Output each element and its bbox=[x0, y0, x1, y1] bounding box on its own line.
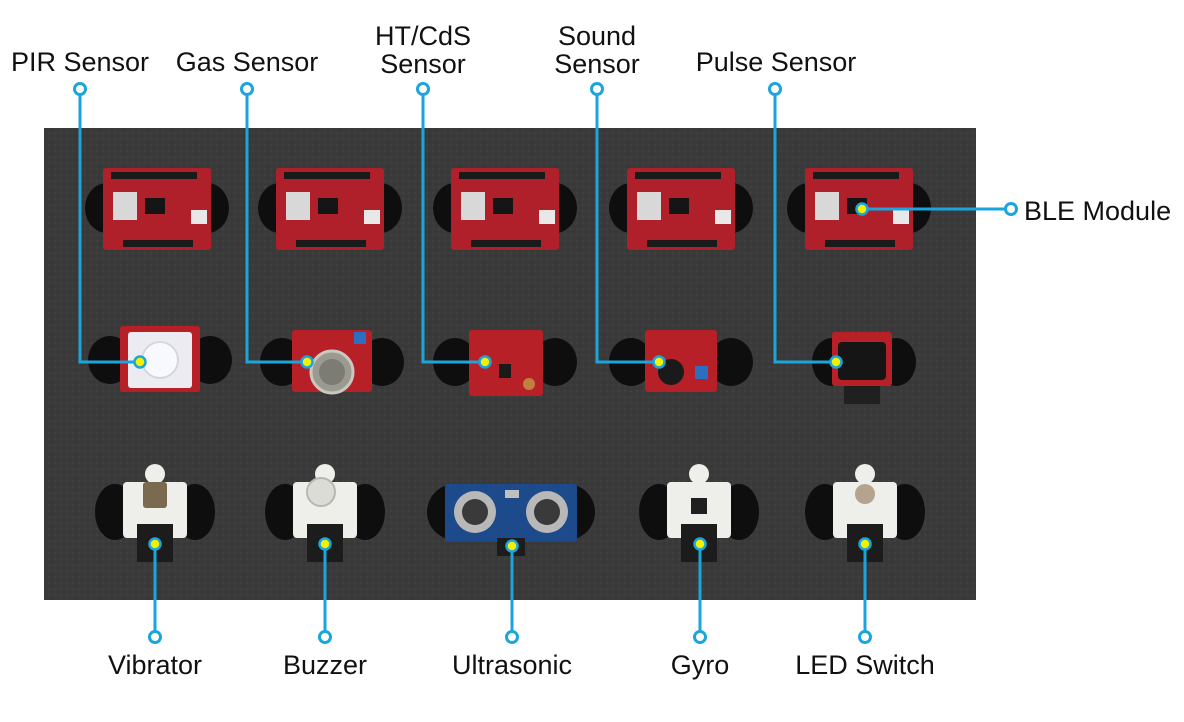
vibrator-module bbox=[95, 464, 215, 562]
ring-htcds bbox=[416, 82, 430, 96]
sound-sensor-module bbox=[609, 330, 753, 392]
label-buzzer: Buzzer bbox=[282, 650, 368, 680]
dot-vibrator bbox=[148, 537, 162, 551]
leader-line-gas bbox=[245, 89, 307, 364]
ring-pir bbox=[73, 82, 87, 96]
dot-ble bbox=[855, 202, 869, 216]
leader-line-pir bbox=[78, 89, 140, 364]
ring-ble bbox=[1004, 202, 1018, 216]
dot-sound bbox=[652, 355, 666, 369]
ring-buzzer bbox=[318, 630, 332, 644]
label-led-switch: LED Switch bbox=[795, 650, 935, 680]
dot-pulse bbox=[829, 355, 843, 369]
ring-vibrator bbox=[148, 630, 162, 644]
label-sound-line1: Sound bbox=[557, 21, 637, 51]
ring-ultrasonic bbox=[505, 630, 519, 644]
ring-pulse bbox=[768, 82, 782, 96]
buzzer-module bbox=[265, 464, 385, 562]
ble-board-1 bbox=[85, 168, 229, 250]
leader-line-htcds bbox=[421, 89, 485, 364]
ring-led-switch bbox=[858, 630, 872, 644]
gyro-module bbox=[639, 464, 759, 562]
label-pulse-sensor: Pulse Sensor bbox=[695, 47, 857, 77]
label-ble-module: BLE Module bbox=[1024, 196, 1172, 226]
label-htcds-sensor: HT/CdS Sensor bbox=[343, 22, 503, 78]
ble-board-4 bbox=[609, 168, 753, 250]
label-ultrasonic: Ultrasonic bbox=[451, 650, 573, 680]
dot-gyro bbox=[693, 537, 707, 551]
dot-htcds bbox=[478, 355, 492, 369]
leader-line-pulse bbox=[773, 89, 836, 364]
label-pir-sensor: PIR Sensor bbox=[10, 47, 150, 77]
ble-board-2 bbox=[258, 168, 402, 250]
dot-gas bbox=[300, 355, 314, 369]
led-switch-module bbox=[805, 464, 925, 562]
dot-pir bbox=[133, 355, 147, 369]
dot-ultrasonic bbox=[505, 539, 519, 553]
pulse-sensor-module bbox=[812, 332, 916, 404]
dot-buzzer bbox=[318, 537, 332, 551]
label-vibrator: Vibrator bbox=[107, 650, 203, 680]
label-gas-sensor: Gas Sensor bbox=[175, 47, 319, 77]
pir-sensor-module bbox=[88, 326, 232, 392]
ultrasonic-module bbox=[427, 484, 595, 556]
ring-gas bbox=[240, 82, 254, 96]
label-htcds-line1: HT/CdS bbox=[374, 21, 472, 51]
label-sound-line2: Sensor bbox=[554, 49, 640, 79]
label-sound-sensor: Sound Sensor bbox=[517, 22, 677, 78]
ring-gyro bbox=[693, 630, 707, 644]
label-gyro: Gyro bbox=[670, 650, 730, 680]
dot-led-switch bbox=[858, 537, 872, 551]
label-htcds-line2: Sensor bbox=[380, 49, 466, 79]
leader-line-sound bbox=[595, 89, 659, 364]
ble-board-3 bbox=[433, 168, 577, 250]
ring-sound bbox=[590, 82, 604, 96]
